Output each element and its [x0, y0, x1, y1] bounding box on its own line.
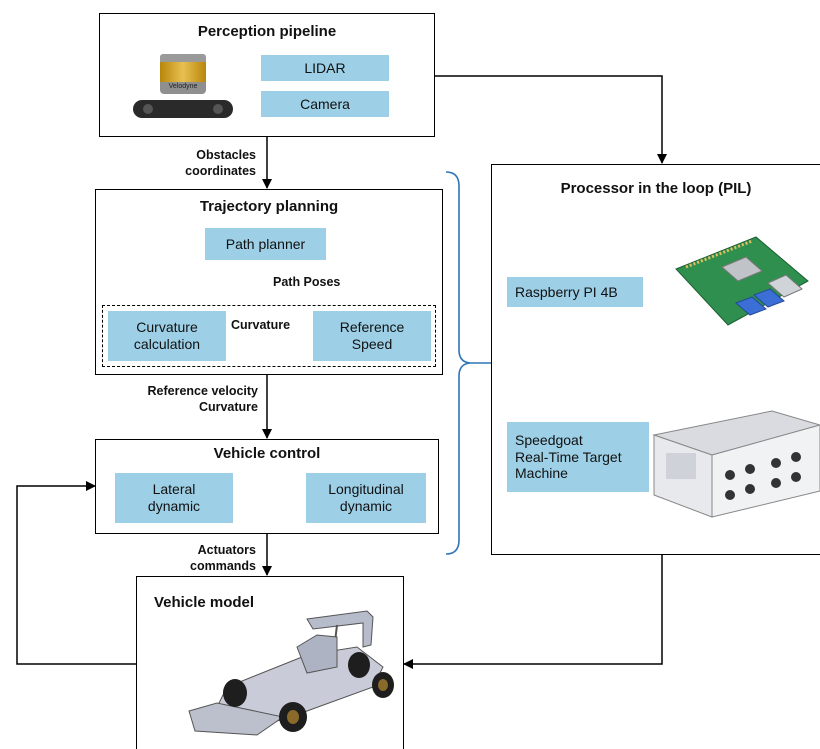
speed-profile-group — [102, 305, 436, 367]
speedgoat-machine-icon — [652, 410, 820, 518]
pil-box: Processor in the loop (PIL) Raspberry PI… — [491, 164, 820, 555]
path-poses-label: Path Poses — [273, 275, 341, 289]
brace-bracket — [445, 171, 471, 555]
arrow-pil-to-model — [403, 555, 663, 669]
lidar-sensor-icon: Velodyne — [160, 54, 206, 94]
curvature-calculation-label: Curvature calculation — [108, 311, 226, 361]
race-car-icon — [188, 610, 394, 736]
stereo-camera-icon — [133, 100, 233, 118]
vehicle-model-title: Vehicle model — [154, 594, 255, 611]
lidar-brand-text: Velodyne — [168, 83, 198, 90]
reference-speed-label: Reference Speed — [313, 311, 431, 361]
trajectory-title: Trajectory planning — [199, 198, 339, 215]
speedgoat-label: Speedgoat Real-Time Target Machine — [507, 422, 649, 492]
arrow-feedback — [16, 481, 136, 665]
lateral-dynamic-label: Lateral dynamic — [115, 473, 233, 523]
lidar-label: LIDAR — [261, 55, 389, 81]
arrow-perception-to-pil — [434, 75, 667, 164]
vehicle-control-title: Vehicle control — [213, 445, 321, 462]
pil-title: Processor in the loop (PIL) — [560, 180, 752, 197]
perception-pipeline-box: Perception pipeline Velodyne LIDAR Camer… — [99, 13, 435, 137]
raspberry-pi-label: Raspberry PI 4B — [507, 277, 643, 307]
path-planner-label: Path planner — [205, 228, 326, 260]
longitudinal-dynamic-label: Longitudinal dynamic — [306, 473, 426, 523]
raspberry-pi-board-icon — [675, 236, 809, 326]
actuators-commands-label: Actuators commands — [190, 543, 256, 573]
obstacles-coordinates-label: Obstacles coordinates — [185, 148, 256, 178]
vehicle-model-box: Vehicle model — [136, 576, 404, 749]
perception-title: Perception pipeline — [197, 23, 337, 40]
vehicle-control-box: Vehicle control Lateral dynamic Longitud… — [95, 439, 439, 534]
curvature-flow-label: Curvature — [231, 318, 291, 332]
camera-label: Camera — [261, 91, 389, 117]
reference-velocity-label: Reference velocity Curvature — [147, 384, 258, 414]
